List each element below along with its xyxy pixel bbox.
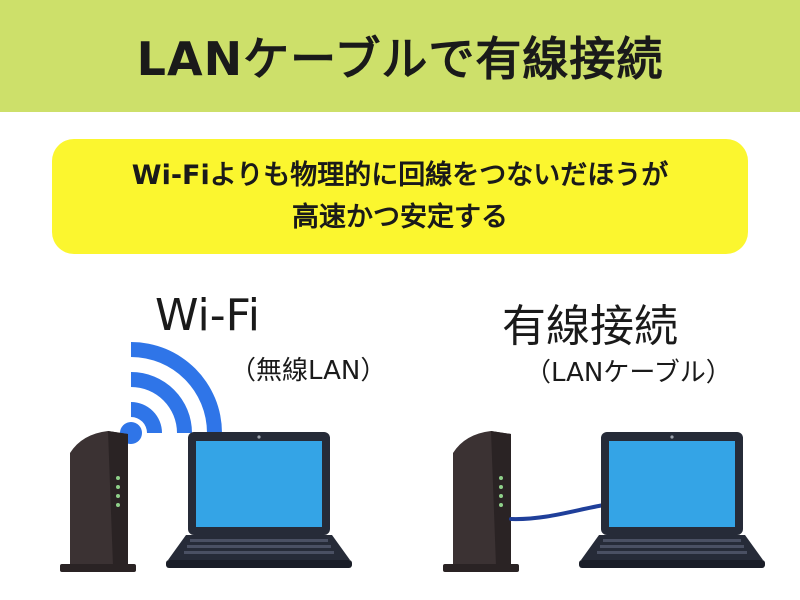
header-banner: LANケーブルで有線接続 bbox=[0, 0, 800, 112]
callout-line-2: 高速かつ安定する bbox=[292, 201, 508, 233]
laptop-icon bbox=[166, 432, 352, 568]
callout-box: Wi-Fiよりも物理的に回線をつないだほうが 高速かつ安定する bbox=[52, 139, 748, 254]
wired-laptop-icon bbox=[579, 432, 765, 568]
router-icon bbox=[60, 431, 136, 572]
wired-title: 有線接続 bbox=[502, 301, 678, 352]
callout-line-1: Wi-Fiよりも物理的に回線をつないだほうが bbox=[131, 159, 669, 191]
page-title: LANケーブルで有線接続 bbox=[136, 32, 664, 86]
wifi-signal-icon bbox=[120, 342, 222, 444]
wired-subtitle: （LANケーブル） bbox=[525, 358, 732, 388]
lan-cable bbox=[509, 503, 606, 522]
wifi-title: Wi-Fi bbox=[155, 290, 260, 341]
wifi-subtitle: （無線LAN） bbox=[230, 356, 387, 386]
wired-router-icon bbox=[443, 431, 519, 572]
